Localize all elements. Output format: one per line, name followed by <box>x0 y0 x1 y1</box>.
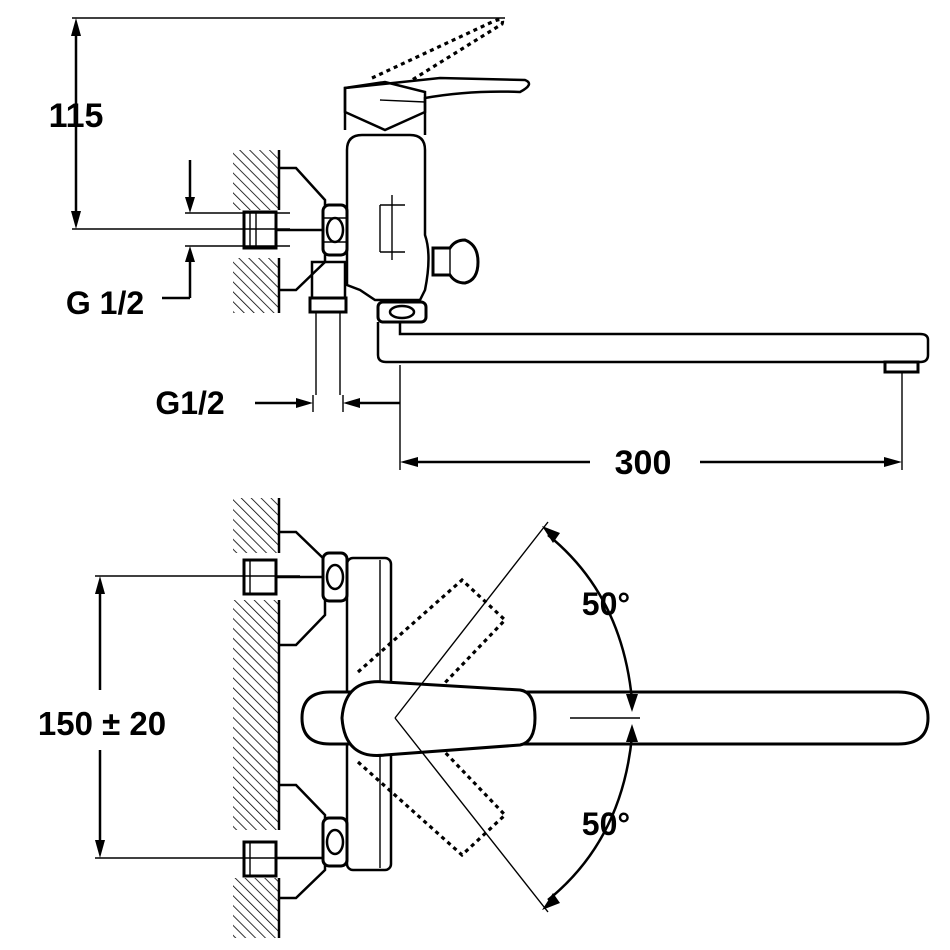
rotation-up-label: 50° <box>582 586 630 622</box>
wall-hatch-lower <box>233 258 279 313</box>
inlet-nipple <box>242 210 278 250</box>
spout-reach-label: 300 <box>615 444 672 482</box>
wall-hatch-upper <box>233 150 279 210</box>
dimension-inlet-thread: G 1/2 <box>66 160 290 321</box>
mixer-body <box>345 133 430 302</box>
aerator <box>883 360 920 374</box>
plan-view: 150 ± 20 50° 50° <box>38 498 930 938</box>
inlet-thread-label: G 1/2 <box>66 285 144 321</box>
lever-rotated-up-outline <box>356 577 508 737</box>
inlet-nipple-bottom <box>242 840 278 878</box>
inlet-spacing-label: 150 ± 20 <box>38 705 166 742</box>
lever-raised-outline <box>371 17 505 82</box>
dimension-inlet-spacing: 150 ± 20 <box>38 575 300 859</box>
outlet-thread-label: G1/2 <box>155 385 224 421</box>
dimension-spout-reach: 300 <box>399 365 903 482</box>
spout-nut <box>376 300 428 324</box>
wall-hatch-plan-top <box>233 498 279 553</box>
dimension-rotation-angles: 50° 50° <box>394 521 638 913</box>
lever-handle[interactable] <box>343 76 531 132</box>
side-elevation-view: 115 G 1/2 G1/2 <box>49 17 930 482</box>
cartridge-head <box>343 80 427 135</box>
shower-outlet-fitting <box>310 260 347 302</box>
wall-hatch-plan-mid <box>233 600 279 830</box>
lever-rotated-down-outline <box>356 698 508 858</box>
inlet-nipple-top <box>242 558 278 596</box>
rotation-down-label: 50° <box>582 806 630 842</box>
wall-hatch-plan-bottom <box>233 878 279 938</box>
height-dimension-label: 115 <box>49 97 104 135</box>
swivel-spout <box>376 322 930 364</box>
dimension-height: 115 <box>49 17 505 230</box>
diverter-knob[interactable] <box>431 238 480 285</box>
lever-handle-plan[interactable] <box>340 680 537 758</box>
dimension-outlet-thread: G1/2 <box>155 385 400 421</box>
